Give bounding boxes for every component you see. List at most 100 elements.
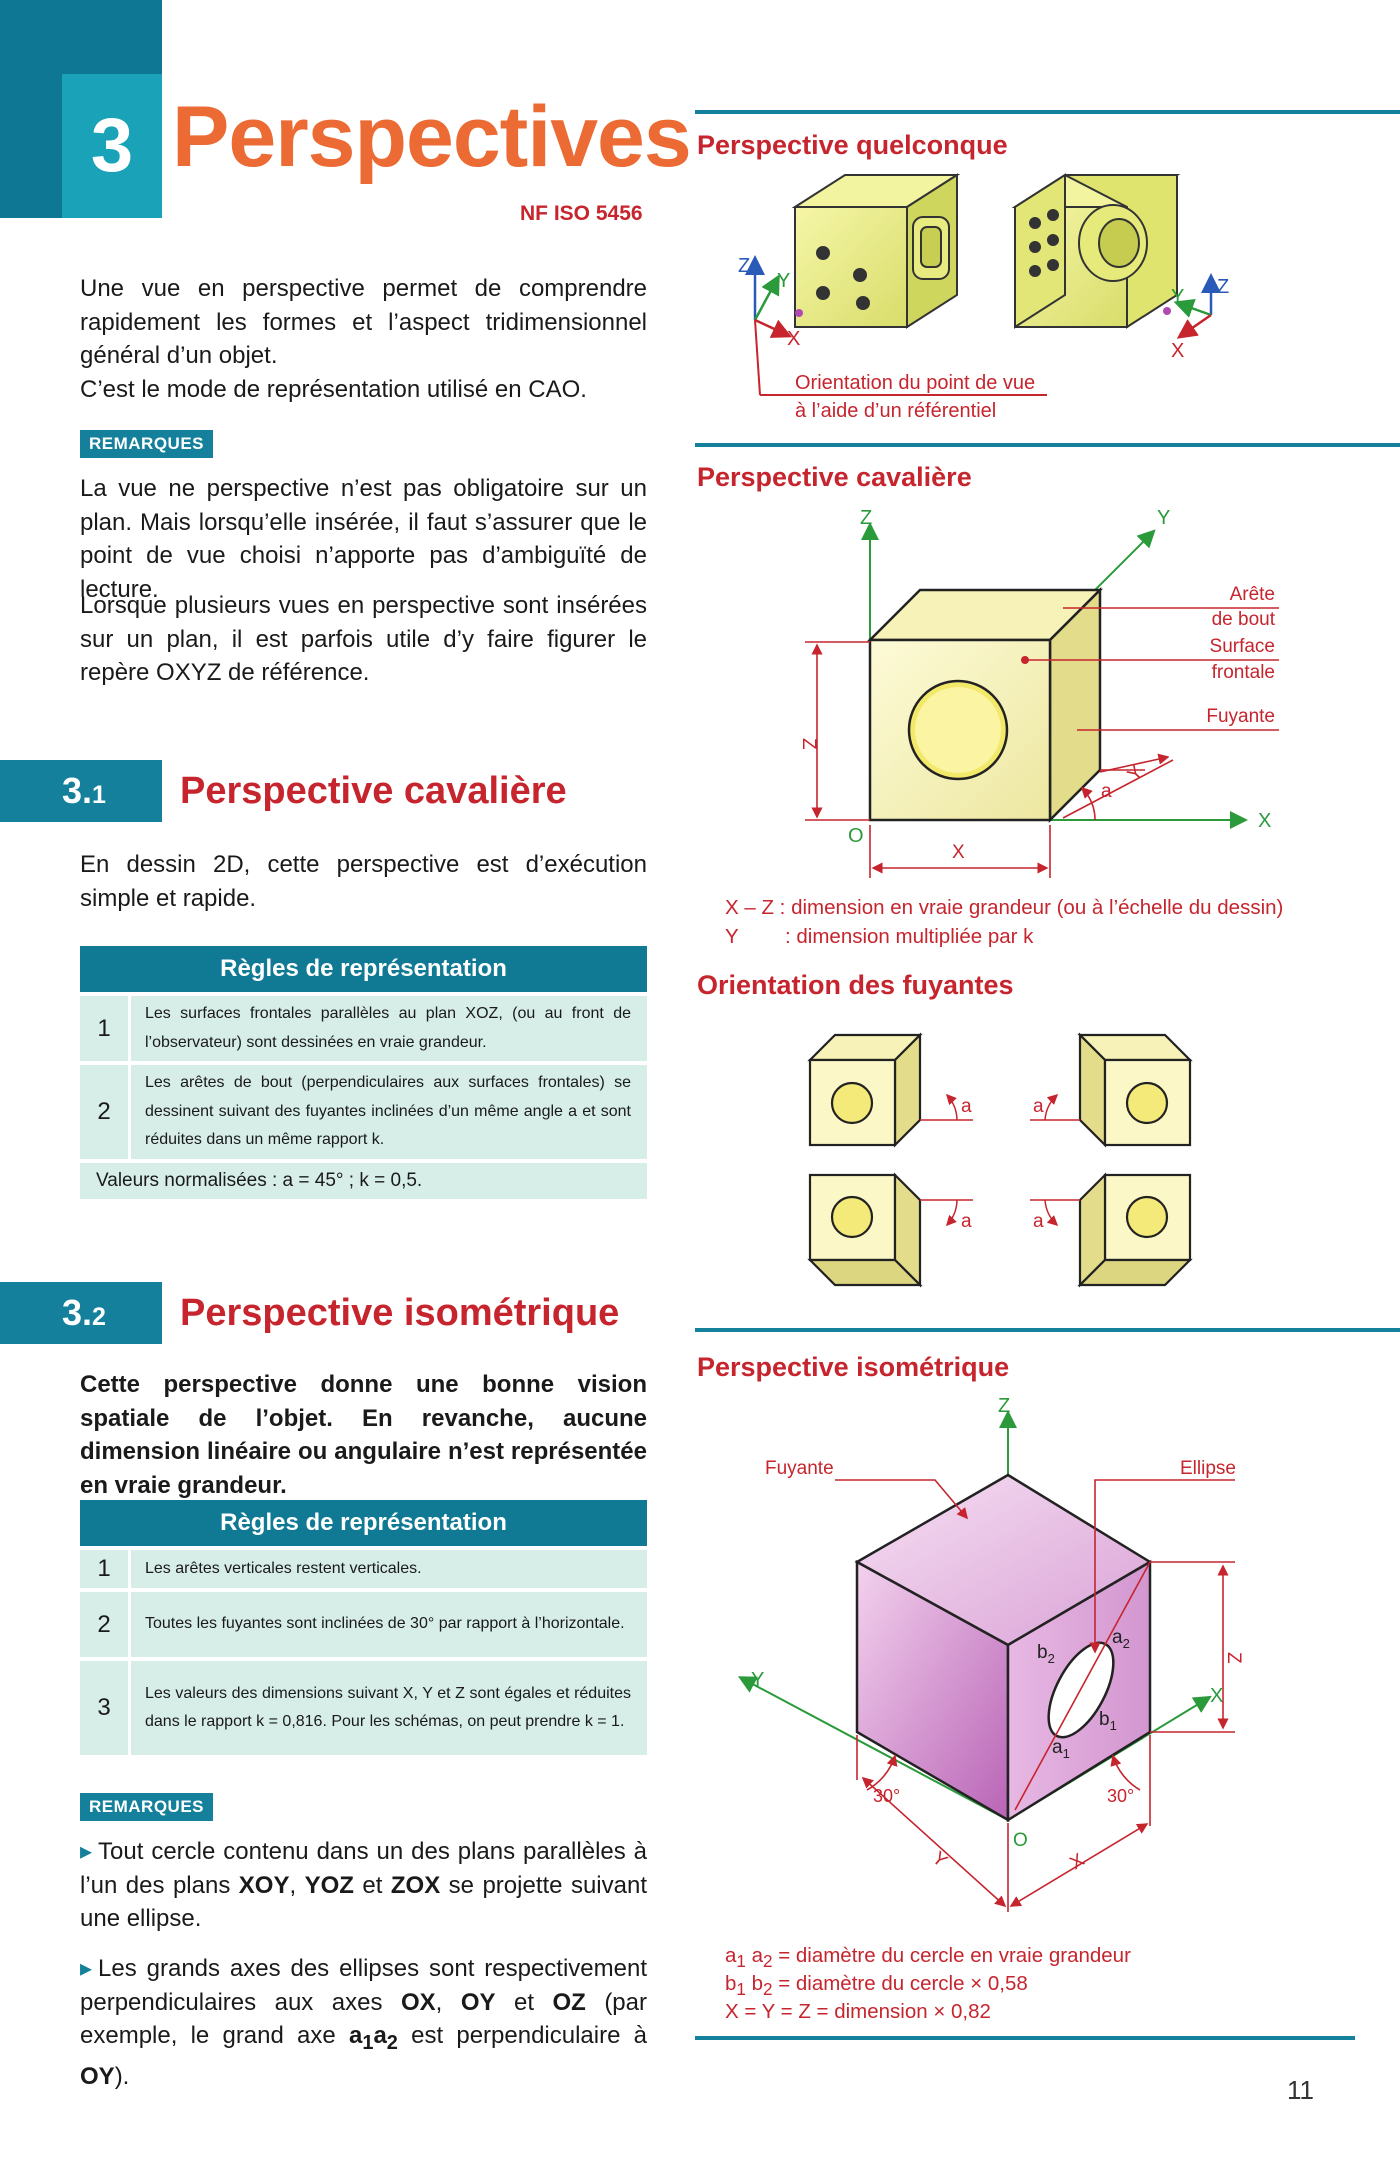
- svg-text:b1: b1: [1099, 1709, 1117, 1733]
- rules-table-isometrique: Règles de représentation 1 Les arêtes ve…: [80, 1500, 647, 1760]
- section-rule: [695, 443, 1400, 447]
- svg-text:b2: b2: [1037, 1642, 1055, 1666]
- svg-text:de bout: de bout: [1212, 609, 1276, 630]
- svg-text:Z: Z: [860, 507, 872, 529]
- row-text: Les arêtes de bout (perpendiculaires aux…: [145, 1074, 631, 1149]
- table-row: 1 Les surfaces frontales parallèles au p…: [80, 996, 647, 1061]
- section-rule: [695, 2036, 1355, 2040]
- row-text: Les surfaces frontales parallèles au pla…: [145, 1005, 631, 1051]
- svg-text:frontale: frontale: [1212, 662, 1275, 683]
- section-3-2-number: 3.2: [62, 1292, 106, 1333]
- svg-text:Y: Y: [1171, 286, 1184, 308]
- section-3-1-number: 3.1: [62, 770, 106, 811]
- remarks-paragraph-1: La vue ne perspective n’est pas obligato…: [80, 475, 647, 603]
- fig-orientation-title: Orientation des fuyantes: [697, 970, 1014, 1000]
- axes-right: [1163, 273, 1221, 339]
- table-row: 1 Les arêtes verticales restent vertical…: [80, 1550, 647, 1588]
- caption-line-1: Orientation du point de vue: [795, 372, 1035, 394]
- row-text: Toutes les fuyantes sont inclinées de 30…: [145, 1615, 625, 1633]
- intro-text-1: Une vue en perspective permet de compren…: [80, 275, 647, 369]
- fig-cavaliere-title: Perspective cavalière: [697, 462, 972, 492]
- row-number: 1: [97, 1555, 111, 1582]
- section-3-1-text: En dessin 2D, cette perspective est d’ex…: [80, 851, 647, 912]
- svg-text:Y: Y: [751, 1669, 764, 1691]
- svg-text:a: a: [1101, 781, 1112, 802]
- iso-leaders: [835, 1479, 1235, 1912]
- svg-text:Fuyante: Fuyante: [765, 1458, 834, 1479]
- dice-right: [1011, 173, 1181, 329]
- cavaliere-caption-1: X – Z : dimension en vraie grandeur (ou …: [725, 896, 1284, 919]
- fig-quelconque-title: Perspective quelconque: [697, 130, 1008, 160]
- svg-text:X: X: [1258, 810, 1271, 832]
- orient-cube-2: [1077, 1032, 1193, 1148]
- svg-text:30°: 30°: [873, 1786, 900, 1806]
- svg-text:a1: a1: [1052, 1737, 1070, 1761]
- iso-caption-2: b1 b2 = diamètre du cercle × 0,58: [725, 1972, 1028, 2000]
- svg-text:Ellipse: Ellipse: [1180, 1458, 1236, 1479]
- remark-bullet-1: Tout cercle contenu dans un des plans pa…: [80, 1835, 647, 1936]
- remarks-label-2: REMARQUES: [80, 1793, 214, 1821]
- table-row: 3 Les valeurs des dimensions suivant X, …: [80, 1661, 647, 1755]
- section-3-1-band: 3.1: [0, 760, 162, 822]
- fig-iso-title: Perspective isométrique: [697, 1352, 1010, 1382]
- norm-reference: NF ISO 5456: [520, 202, 643, 225]
- row-text: Les arêtes verticales restent verticales…: [145, 1559, 422, 1577]
- section-rule: [695, 1328, 1400, 1332]
- svg-text:Z: Z: [1217, 276, 1229, 298]
- row-number: 1: [97, 1014, 111, 1042]
- row-number: 3: [97, 1694, 111, 1721]
- dice-left: [791, 173, 961, 329]
- intro-text: Une vue en perspective permet de compren…: [80, 272, 647, 406]
- svg-text:30°: 30°: [1107, 1786, 1134, 1806]
- svg-text:a: a: [1033, 1211, 1044, 1232]
- rules-table-cavaliere: Règles de représentation 1 Les surfaces …: [80, 946, 647, 1206]
- section-3-1-title: Perspective cavalière: [180, 770, 567, 812]
- svg-text:Z: Z: [998, 1395, 1010, 1417]
- orient-cube-3: [807, 1172, 923, 1288]
- svg-text:Surface: Surface: [1210, 636, 1275, 657]
- iso-cube: [854, 1473, 1153, 1823]
- cavaliere-caption-2: Y: dimension multipliée par k: [725, 925, 1034, 948]
- row-number: 2: [97, 1610, 111, 1638]
- axis-z-label: Z: [738, 255, 750, 277]
- axis-y-label: Y: [777, 270, 790, 292]
- chapter-title: Perspectives: [172, 89, 692, 185]
- fig-cavaliere-drawing: Z Y X O Arête de bout Surface frontale F…: [798, 507, 1279, 878]
- svg-text:Z: Z: [1223, 1652, 1244, 1664]
- iso-caption-1: a1 a2 = diamètre du cercle en vraie gran…: [725, 1944, 1131, 1972]
- svg-text:a: a: [961, 1211, 972, 1232]
- fig-orientation-drawing: a a a a: [807, 1032, 1193, 1288]
- cavaliere-leaders: [805, 607, 1279, 878]
- fig-iso-drawing: Z Y X O Fuyante Ellipse Z Y X 30° 30° b2…: [737, 1395, 1244, 1912]
- remarks-paragraph-2: Lorsque plusieurs vues en perspective so…: [80, 592, 647, 686]
- row-number: 2: [97, 1098, 111, 1125]
- section-3-2-title: Perspective isométrique: [180, 1292, 620, 1334]
- svg-text:X: X: [1171, 340, 1184, 362]
- table-head: Règles de représentation: [80, 946, 647, 992]
- axis-x-label: X: [787, 328, 800, 350]
- svg-text:Y: Y: [928, 1848, 951, 1872]
- table-head: Règles de représentation: [80, 1500, 647, 1546]
- table-footer: Valeurs normalisées : a = 45° ; k = 0,5.: [80, 1163, 647, 1199]
- fig-quelconque-drawing: Z Y X Z Y X Orientation du point de vue …: [738, 173, 1229, 422]
- section-3-2-band: 3.2: [0, 1282, 162, 1344]
- table-row: 2 Toutes les fuyantes sont inclinées de …: [80, 1592, 647, 1657]
- intro-text-2: C’est le mode de représentation utilisé …: [80, 375, 587, 403]
- cavaliere-cube: [866, 586, 1104, 824]
- chapter-number: 3: [62, 74, 162, 218]
- row-text: Les valeurs des dimensions suivant X, Y …: [145, 1684, 631, 1731]
- svg-text:Z: Z: [798, 738, 819, 750]
- orient-cube-4: [1077, 1172, 1193, 1288]
- svg-text:X: X: [952, 842, 965, 863]
- svg-text:O: O: [848, 825, 864, 847]
- section-rule: [695, 110, 1400, 114]
- svg-text:Y: Y: [1157, 507, 1170, 529]
- svg-text:O: O: [1013, 1830, 1028, 1851]
- axes-left: [745, 255, 1047, 396]
- svg-text:a: a: [961, 1096, 972, 1117]
- svg-text:Arête: Arête: [1230, 584, 1275, 605]
- orient-cube-1: [807, 1032, 923, 1148]
- section-3-2-text: Cette perspective donne une bonne vision…: [80, 1371, 647, 1499]
- svg-text:Fuyante: Fuyante: [1206, 706, 1275, 727]
- remark-bullet-2: Les grands axes des ellipses sont respec…: [80, 1952, 647, 2094]
